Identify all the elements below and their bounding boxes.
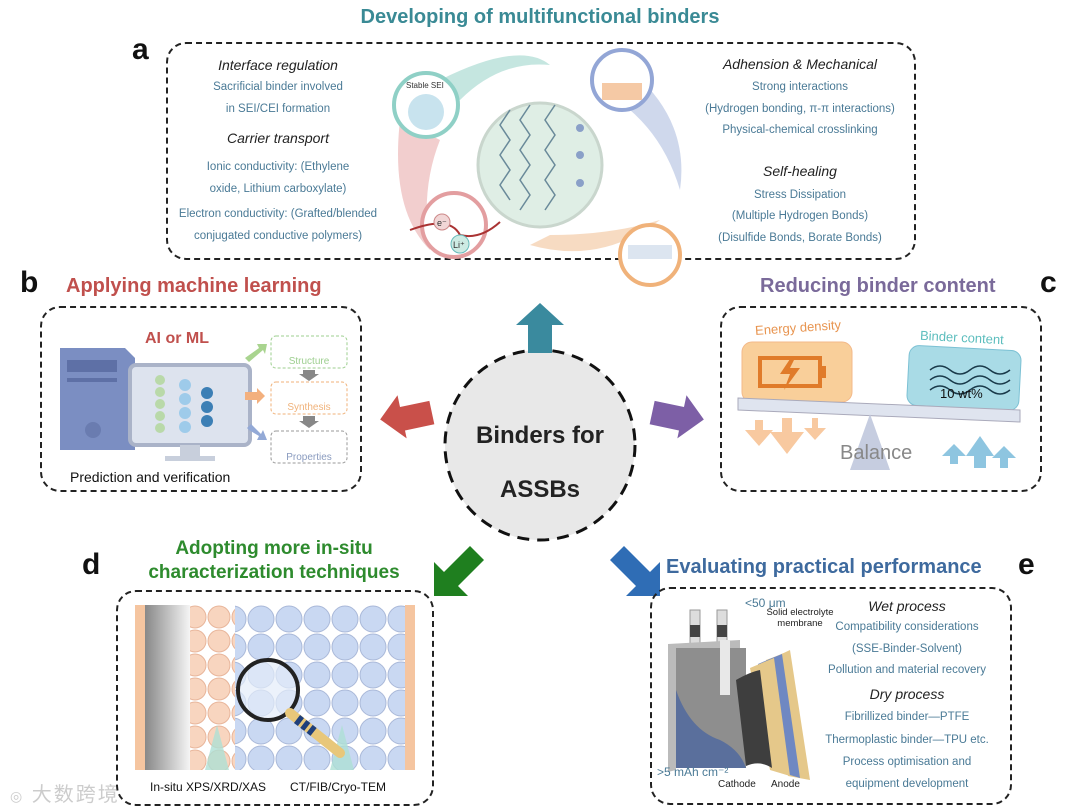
- anode-label: Anode: [771, 779, 800, 790]
- panel-e-line: (SSE-Binder-Solvent): [852, 643, 962, 655]
- panel-b-letter: b: [20, 266, 39, 299]
- panel-c-box: [720, 306, 1042, 492]
- panel-e-line: Pollution and material recovery: [828, 664, 986, 676]
- panel-a-right-line: Strong interactions: [752, 81, 848, 93]
- electrode-cross-section: [135, 605, 415, 770]
- center-title-line2: ASSBs: [499, 476, 581, 503]
- panel-a-left-line: conjugated conductive polymers): [193, 230, 363, 242]
- computer-icon: [60, 348, 252, 461]
- panel-a-left-line: oxide, Lithium carboxylate): [209, 183, 347, 195]
- panel-e-line: Thermoplastic binder—TPU etc.: [825, 734, 989, 746]
- carrier-transport-heading: Carrier transport: [227, 130, 329, 146]
- balance-label: Balance: [840, 442, 913, 464]
- binder-function-graphic: Stable SEI e⁻ Li⁺: [392, 48, 682, 287]
- watermark-text: 大数跨境: [31, 784, 120, 806]
- technique-insitu: In-situ XPS/XRD/XAS: [150, 780, 267, 794]
- dry-process-heading: Dry process: [869, 686, 945, 702]
- arrow-right-icon: [649, 395, 704, 439]
- panel-a-box: [166, 42, 916, 260]
- panel-d-title-line2: characterization techniques: [148, 562, 400, 583]
- cathode-label: Cathode: [718, 779, 756, 790]
- panel-a-left-line: Electron conductivity: (Grafted/blended: [178, 208, 378, 220]
- watermark-logo-icon: ◎: [10, 788, 25, 804]
- panel-a-right-line: Stress Dissipation: [753, 189, 847, 201]
- panel-a-right-line: (Multiple Hydrogen Bonds): [731, 210, 869, 222]
- panel-b-title: Applying machine learning: [66, 275, 322, 297]
- ml-flow-diagram: [245, 335, 348, 464]
- pouch-cell-graphic: [668, 609, 810, 780]
- lithium-label: Li⁺: [453, 240, 465, 250]
- interface-regulation-heading: Interface regulation: [218, 57, 338, 73]
- membrane-label: Solid electrolyte membrane: [766, 607, 834, 629]
- flow-properties: Properties: [286, 452, 332, 463]
- arrow-left-icon: [380, 395, 435, 439]
- flow-structure: Structure: [288, 356, 330, 367]
- panel-c-letter: c: [1040, 266, 1057, 299]
- arrow-down-left-icon: [434, 546, 484, 596]
- panel-d-box: [116, 590, 434, 806]
- panel-a-right-line: Physical-chemical crosslinking: [722, 124, 878, 136]
- arrow-up-icon: [516, 303, 564, 353]
- panel-c-title: Reducing binder content: [760, 275, 996, 297]
- panel-b-box: [40, 306, 362, 492]
- panel-e-title: Evaluating practical performance: [666, 556, 982, 578]
- wet-process-heading: Wet process: [868, 598, 946, 614]
- panel-a-title: Developing of multifunctional binders: [360, 6, 720, 28]
- self-healing-heading: Self-healing: [763, 163, 837, 179]
- arrow-down-right-icon: [610, 546, 660, 596]
- panel-e-line: Fibrillized binder—PTFE: [844, 711, 970, 723]
- center-title-line1: Binders for: [475, 422, 605, 449]
- panel-e-line: Process optimisation and: [842, 756, 972, 768]
- panel-d-title-line1: Adopting more in-situ: [175, 538, 373, 559]
- thickness-label: <50 μm: [745, 596, 786, 610]
- technique-ct: CT/FIB/Cryo-TEM: [290, 780, 386, 794]
- panel-e-line: Compatibility considerations: [835, 621, 979, 633]
- panel-a-left-line: Sacrificial binder involved: [213, 81, 343, 93]
- panel-e-box: [650, 587, 1012, 805]
- capacity-label: >5 mAh cm⁻²: [657, 765, 729, 779]
- prediction-caption: Prediction and verification: [70, 469, 231, 485]
- flow-synthesis: Synthesis: [287, 402, 331, 413]
- adhesion-mechanical-heading: Adhension & Mechanical: [722, 56, 878, 72]
- panel-a-letter: a: [132, 33, 149, 66]
- panel-e-letter: e: [1018, 548, 1035, 581]
- watermark: ◎ 大数跨境: [10, 778, 120, 807]
- ai-ml-label: AI or ML: [145, 330, 209, 347]
- panel-a-left-line: Ionic conductivity: (Ethylene: [206, 161, 350, 173]
- balance-scale-graphic: [737, 341, 1022, 470]
- stable-sei-label: Stable SEI: [406, 81, 444, 90]
- binder-content-value: 10 wt%: [940, 386, 983, 401]
- panel-a-right-line: (Hydrogen bonding, π-π interactions): [705, 103, 895, 115]
- panel-e-line: equipment development: [845, 778, 969, 790]
- panel-a-left-line: in SEI/CEI formation: [225, 103, 331, 115]
- panel-d-letter: d: [82, 548, 101, 581]
- panel-a-right-line: (Disulfide Bonds, Borate Bonds): [718, 232, 882, 244]
- electron-label: e⁻: [437, 218, 447, 228]
